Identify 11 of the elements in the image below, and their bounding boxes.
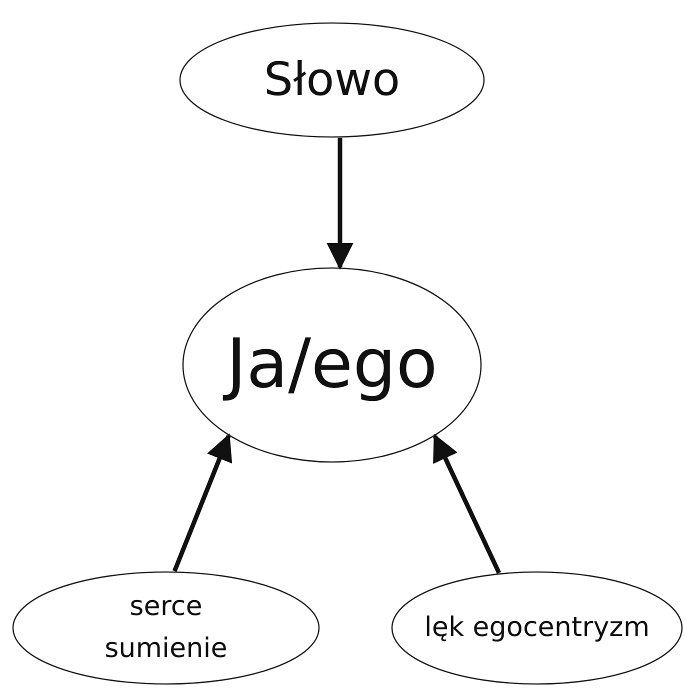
- arrow: [172, 434, 232, 572]
- arrow: [326, 138, 354, 270]
- ellipse-node: [391, 571, 683, 685]
- node-label: Ja/ego: [192, 312, 472, 418]
- ellipse-node: [182, 267, 482, 463]
- ellipse-node: [12, 571, 320, 685]
- node-label: serce sumienie: [104, 590, 228, 666]
- node-label: lęk egocentryzm: [423, 611, 651, 646]
- ellipse-node: [179, 22, 485, 138]
- node-label: Słowo: [262, 51, 402, 108]
- arrow: [432, 434, 502, 574]
